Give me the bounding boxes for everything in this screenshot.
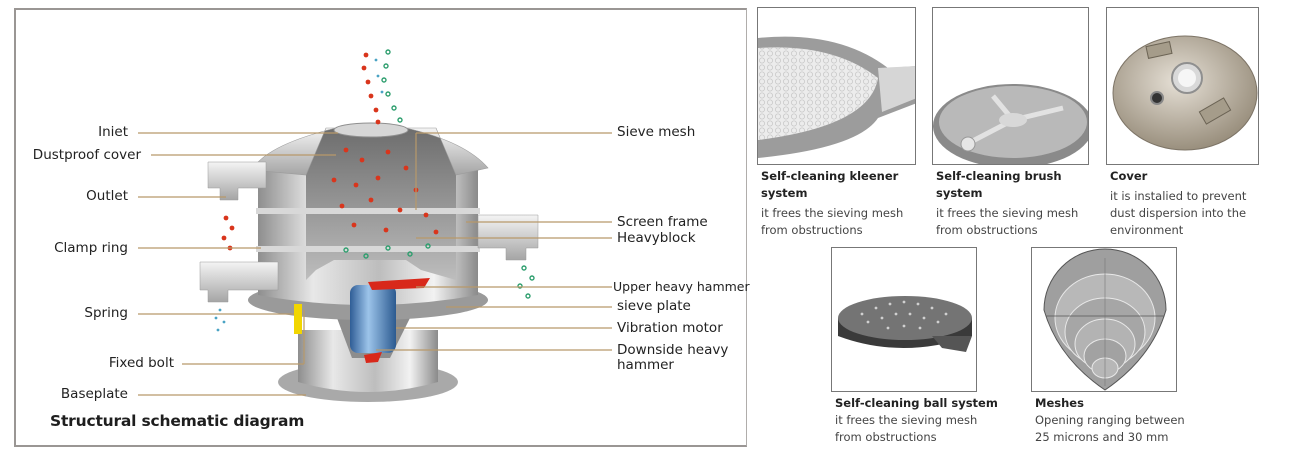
label-sieve-mesh: Sieve mesh: [617, 124, 696, 140]
kleener-desc-line-2: from obstructions: [761, 223, 863, 237]
label-screen-frame: Screen frame: [617, 214, 708, 230]
screen-frame-ring: [256, 208, 480, 214]
sieve-machine-illustration: [138, 49, 612, 402]
meshes-title: Meshes: [1035, 396, 1084, 410]
cover-image: [1106, 7, 1259, 165]
diagram-title: Structural schematic diagram: [50, 412, 305, 430]
brush-desc-line-1: it frees the sieving mesh: [936, 206, 1079, 220]
label-vibration-motor: Vibration motor: [617, 320, 723, 336]
label-sieve-plate: sieve plate: [617, 298, 691, 314]
kleener-title: Self-cleaning kleener system: [761, 168, 898, 202]
kleener-illustration: [758, 36, 915, 158]
upper-hammer-shape: [368, 278, 430, 290]
spring-shape: [294, 304, 302, 334]
brush-description: it frees the sieving mesh from obstructi…: [936, 205, 1078, 239]
particles-green: [343, 49, 535, 299]
brush-system-image: [932, 7, 1089, 165]
cutaway-interior: [306, 128, 456, 280]
cover-description: it is instalied to prevent dust dispersi…: [1110, 188, 1246, 239]
label-downside-heavy-hammer: Downside heavy hammer: [617, 342, 729, 373]
meshes-illustration: [1043, 248, 1167, 391]
lower-hammer-shape: [364, 352, 382, 363]
label-dustproof-cover: Dustproof cover: [32, 147, 141, 163]
brush-desc-line-2: from obstructions: [936, 223, 1038, 237]
label-upper-heavy-hammer: Upper heavy hammer: [613, 279, 750, 294]
meshes-desc-line-1: Opening ranging between: [1035, 413, 1185, 427]
cover-desc-line-1: it is instalied to prevent: [1110, 189, 1247, 203]
label-heavyblock: Heavyblock: [617, 230, 696, 246]
cover-title: Cover: [1110, 169, 1148, 183]
label-clamp-ring: Clamp ring: [54, 240, 128, 256]
kleener-desc-line-1: it frees the sieving mesh: [761, 206, 904, 220]
schematic-diagram-panel: Iniet Dustproof cover Outlet Clamp ring …: [14, 8, 750, 447]
label-inlet: Iniet: [98, 124, 128, 140]
brush-title-line-1: Self-cleaning brush: [936, 169, 1062, 183]
dustproof-cover-shape: [251, 127, 489, 176]
cover-illustration: [1112, 35, 1258, 151]
kleener-system-image: [757, 7, 916, 165]
label-fixed-bolt: Fixed bolt: [108, 355, 174, 371]
meshes-image: [1031, 247, 1177, 392]
outlet-left-lower: [199, 261, 279, 303]
ball-system-title: Self-cleaning ball system: [835, 396, 998, 410]
meshes-description: Opening ranging between 25 microns and 3…: [1035, 412, 1185, 446]
brush-title-line-2: system: [936, 186, 983, 200]
inlet-shape: [333, 122, 409, 138]
label-spring: Spring: [84, 305, 128, 321]
vibration-motor-shape: [350, 285, 396, 353]
brush-title: Self-cleaning brush system: [936, 168, 1062, 202]
ball-desc-line-1: it frees the sieving mesh: [835, 413, 978, 427]
outlet-left-upper: [207, 161, 267, 201]
brush-illustration: [933, 84, 1088, 164]
cover-desc-line-3: environment: [1110, 223, 1184, 237]
meshes-desc-line-2: 25 microns and 30 mm: [1035, 430, 1169, 444]
particles-blue: [214, 58, 384, 332]
ball-system-image: [831, 247, 977, 392]
ball-system-description: it frees the sieving mesh from obstructi…: [835, 412, 977, 446]
kleener-title-line-1: Self-cleaning kleener: [761, 169, 899, 183]
label-baseplate: Baseplate: [60, 386, 128, 402]
kleener-description: it frees the sieving mesh from obstructi…: [761, 205, 903, 239]
label-outlet: Outlet: [86, 188, 128, 204]
clamp-ring-shape: [256, 246, 480, 252]
cover-desc-line-2: dust dispersion into the: [1110, 206, 1247, 220]
ball-system-illustration: [838, 296, 972, 352]
particles-red: [221, 52, 439, 251]
leader-lines: [138, 132, 612, 396]
kleener-title-line-2: system: [761, 186, 808, 200]
ball-desc-line-2: from obstructions: [835, 430, 937, 444]
